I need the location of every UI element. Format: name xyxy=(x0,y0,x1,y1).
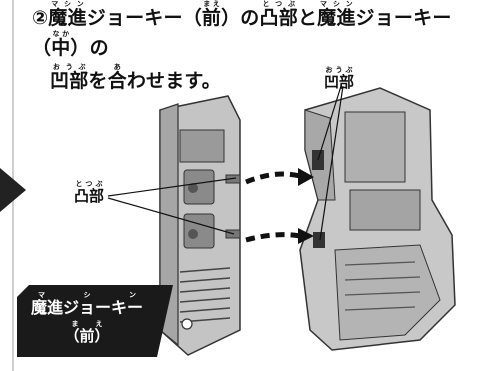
badge-sub: （前）まえ xyxy=(64,320,110,345)
lower-dashed-arrow xyxy=(245,232,301,243)
ruby-segment: 魔進マシン xyxy=(317,0,356,29)
text-segment: ）の xyxy=(221,7,260,29)
concave-label: 凹部おうぶ xyxy=(324,66,355,91)
instruction-text: ②魔進マシンジョーキー（前まえ）の凸部とつぶと魔進マシンジョーキー（中なか）の … xyxy=(32,0,477,96)
text-segment: ジョーキー（ xyxy=(86,7,202,29)
instruction-line-1: ②魔進マシンジョーキー（前まえ）の凸部とつぶと魔進マシンジョーキー（中なか）の xyxy=(32,0,477,63)
joker-middle-part xyxy=(299,87,456,351)
instruction-line-2: 凹部おうぶを合あわせます。 xyxy=(32,63,477,96)
convex-label: 凸部とつぶ xyxy=(74,180,105,205)
step-arrow-icon xyxy=(0,168,26,212)
assembly-arrows xyxy=(245,171,301,243)
text-segment: を xyxy=(88,70,108,92)
upper-arrowhead-icon xyxy=(298,168,314,186)
text-segment: と xyxy=(297,7,318,29)
text-segment: ）の xyxy=(70,37,109,59)
ruby-segment: 凸部とつぶ xyxy=(259,0,298,29)
text-segment: ジョーキー（ xyxy=(32,7,452,59)
upper-dashed-arrow xyxy=(245,171,301,185)
step-number: ② xyxy=(32,7,49,29)
lower-arrowhead-icon xyxy=(298,228,314,244)
ruby-segment: 合あ xyxy=(107,63,127,92)
convex-leader-lower xyxy=(107,197,235,235)
text-segment: わせます。 xyxy=(126,70,221,92)
concave-leader-upper xyxy=(317,85,342,161)
concave-leader-lower xyxy=(319,85,344,241)
badge-name: 魔進ジョーキーマシン xyxy=(30,291,143,317)
badge-background xyxy=(17,285,173,357)
leader-lines xyxy=(107,85,344,241)
part-name-badge: 魔進ジョーキーマシン （前）まえ xyxy=(17,285,173,357)
convex-leader-upper xyxy=(107,177,237,197)
ruby-segment: 中なか xyxy=(51,30,71,59)
ruby-segment: 凹部おうぶ xyxy=(50,63,89,92)
joker-front-part xyxy=(159,95,241,356)
ruby-segment: 前まえ xyxy=(201,0,222,29)
ruby-segment: 魔進マシン xyxy=(48,0,87,29)
